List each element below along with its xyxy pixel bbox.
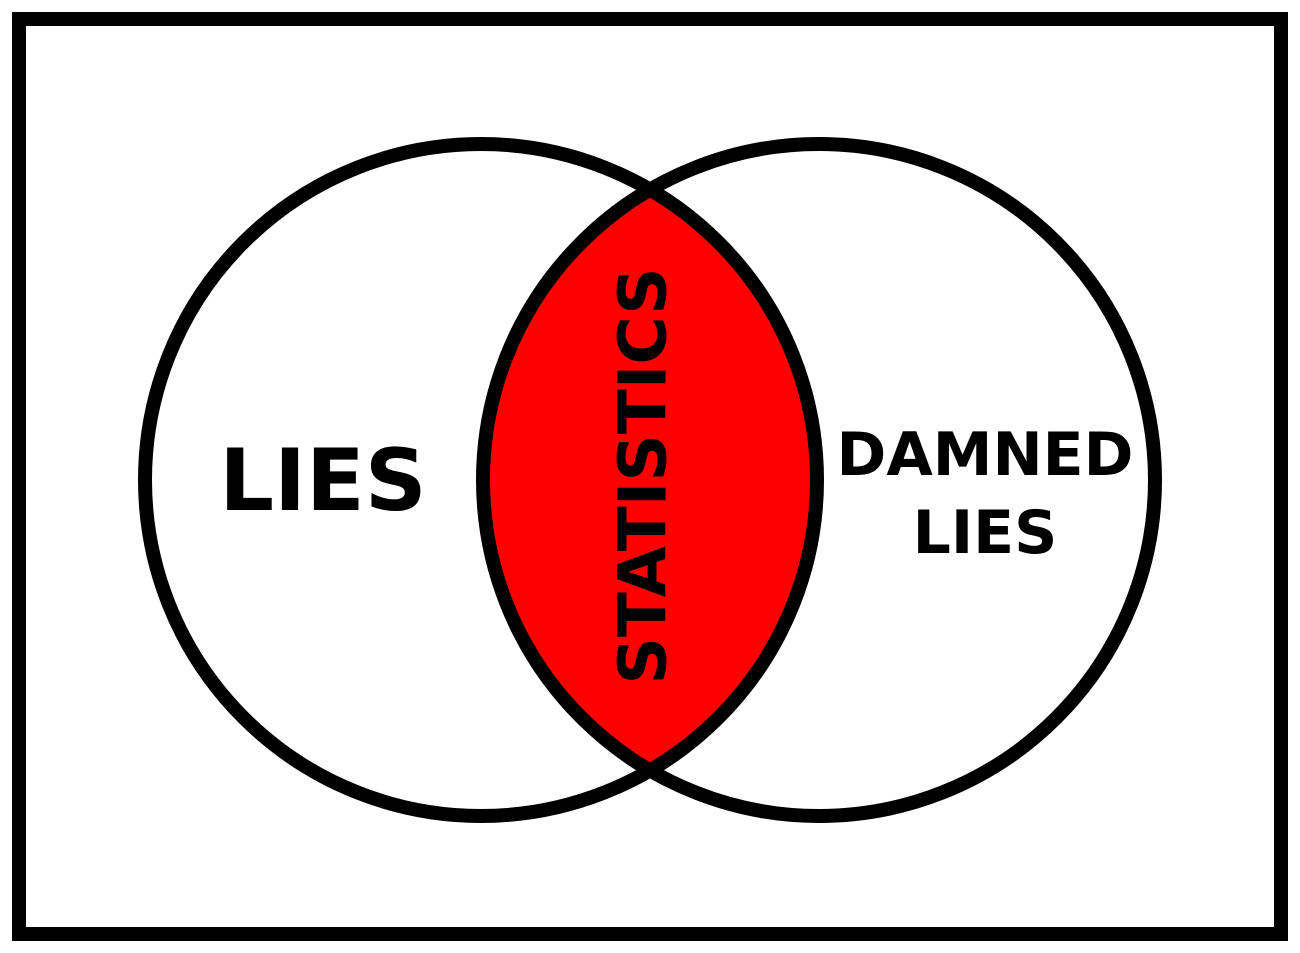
right-set-label-line1: DAMNED [837, 420, 1134, 490]
right-circle [476, 137, 1162, 823]
intersection-region [483, 144, 817, 816]
right-set-label-line2: LIES [913, 498, 1058, 568]
intersection-label: STATISTICS [605, 267, 682, 684]
left-set-label: LIES [219, 431, 426, 531]
left-circle [138, 137, 824, 823]
